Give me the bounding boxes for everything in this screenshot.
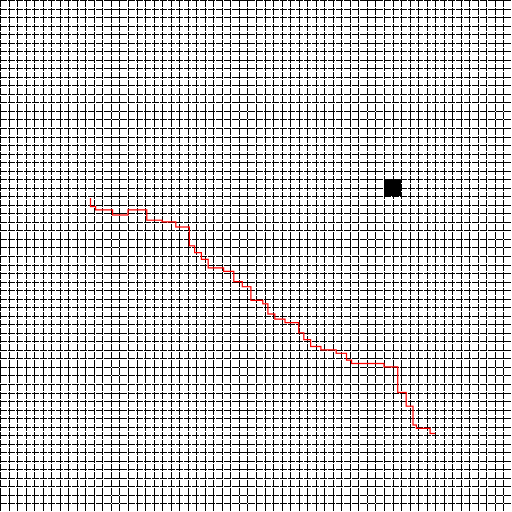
blocked-cell[interactable] xyxy=(384,179,401,196)
route-path xyxy=(89,198,436,435)
